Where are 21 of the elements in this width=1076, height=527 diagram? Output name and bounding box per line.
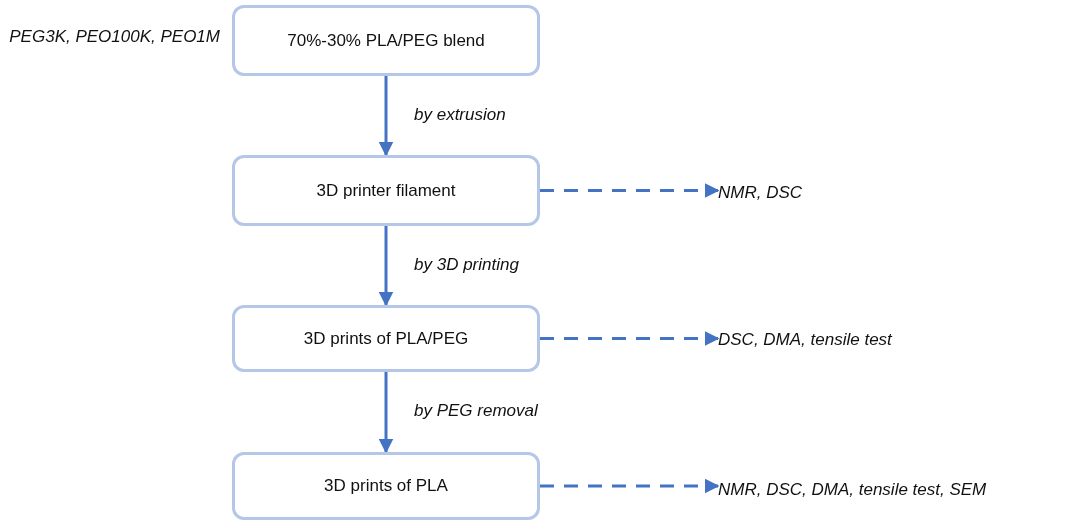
measurement-text: NMR, DSC xyxy=(718,181,868,205)
box-label: 3D prints of PLA/PEG xyxy=(303,328,469,349)
box-label: 70%-30% PLA/PEG blend xyxy=(287,30,485,51)
process-box xyxy=(232,5,540,76)
edge-label: by 3D printing xyxy=(414,254,519,275)
arrow xyxy=(378,372,394,454)
dashed-arrow xyxy=(540,331,720,346)
process-box xyxy=(232,305,540,372)
process-box xyxy=(232,155,540,226)
edge-label: by extrusion xyxy=(414,104,506,125)
box-label: 3D prints of PLA xyxy=(324,476,448,496)
arrow xyxy=(378,76,394,157)
edge-label: by PEG removal xyxy=(414,401,538,421)
arrow xyxy=(378,226,394,307)
dashed-arrow xyxy=(540,478,720,494)
annotation-text: PEG3K, PEO100K, PEO1M xyxy=(9,27,220,47)
measurement-text: NMR, DSC, DMA, tensile test, SEM xyxy=(718,478,1073,502)
dashed-arrow xyxy=(540,183,720,198)
box-label: 3D printer filament xyxy=(316,180,456,201)
process-box xyxy=(232,452,540,520)
measurement-text: DSC, DMA, tensile test xyxy=(718,328,978,352)
